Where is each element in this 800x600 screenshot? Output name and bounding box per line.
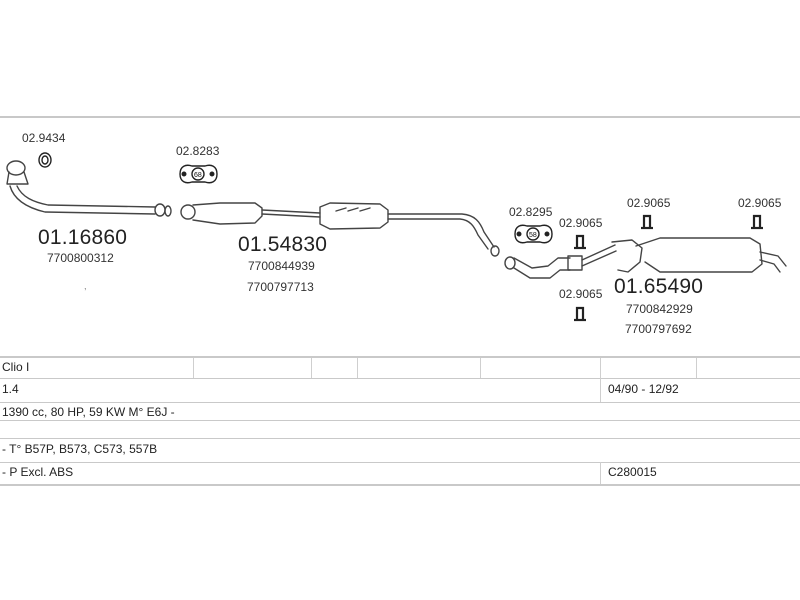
table-divider xyxy=(600,378,601,402)
vehicle-model: Clio I xyxy=(2,360,30,374)
front-pipe-part[interactable] xyxy=(6,160,172,217)
engine-size: 1.4 xyxy=(2,382,19,396)
oem-number-label: 7700797692 xyxy=(625,322,692,336)
table-divider xyxy=(696,358,697,378)
table-rule xyxy=(0,378,800,379)
flange-clamp-icon[interactable] xyxy=(179,164,218,184)
table-rule xyxy=(0,438,800,439)
clamp-code-label: 02.9065 xyxy=(559,287,603,301)
part-number-label: 01.65490 xyxy=(614,275,704,298)
table-rule xyxy=(0,484,800,486)
table-rule xyxy=(0,420,800,421)
table-divider xyxy=(600,358,601,378)
fitment-note: - P Excl. ABS xyxy=(2,465,74,479)
rear-silencer-part[interactable] xyxy=(504,237,787,279)
intermediate-pipe-part[interactable] xyxy=(180,202,500,257)
u-bolt-clamp-icon[interactable] xyxy=(574,306,586,322)
clamp-code-label: 02.9065 xyxy=(559,216,603,230)
oem-number-label: 7700800312 xyxy=(47,251,114,265)
clamp-code-label: 02.8283 xyxy=(176,144,220,158)
svg-text:,: , xyxy=(84,281,87,291)
u-bolt-clamp-icon[interactable] xyxy=(641,214,653,230)
clamp-code-label: 02.9065 xyxy=(738,196,782,210)
table-divider xyxy=(193,358,194,378)
svg-text:68: 68 xyxy=(194,172,202,179)
production-years: 04/90 - 12/92 xyxy=(608,382,679,396)
part-number-label: 01.54830 xyxy=(238,233,328,256)
reference-code: C280015 xyxy=(608,465,657,479)
part-number-label: 01.16860 xyxy=(38,226,128,249)
u-bolt-clamp-icon[interactable] xyxy=(574,234,586,250)
clamp-code-label: 02.9065 xyxy=(627,196,671,210)
vehicle-types: - T° B57P, B573, C573, 557B xyxy=(2,442,158,456)
clamp-code-label: 02.9434 xyxy=(22,131,66,145)
engine-spec: 1390 cc, 80 HP, 59 KW M° E6J - xyxy=(2,405,175,419)
table-rule xyxy=(0,462,800,463)
oem-number-label: 7700797713 xyxy=(247,280,314,294)
table-divider xyxy=(311,358,312,378)
table-divider xyxy=(600,462,601,484)
table-rule xyxy=(0,356,800,358)
table-divider xyxy=(357,358,358,378)
u-bolt-clamp-icon[interactable] xyxy=(751,214,763,230)
gasket-icon[interactable] xyxy=(38,152,52,168)
svg-text:58: 58 xyxy=(529,232,537,239)
table-rule xyxy=(0,402,800,403)
top-divider xyxy=(0,116,800,118)
clamp-code-label: 02.8295 xyxy=(509,205,553,219)
flange-clamp-icon[interactable] xyxy=(514,224,553,244)
oem-number-label: 7700842929 xyxy=(626,302,693,316)
oem-number-label: 7700844939 xyxy=(248,259,315,273)
table-divider xyxy=(480,358,481,378)
